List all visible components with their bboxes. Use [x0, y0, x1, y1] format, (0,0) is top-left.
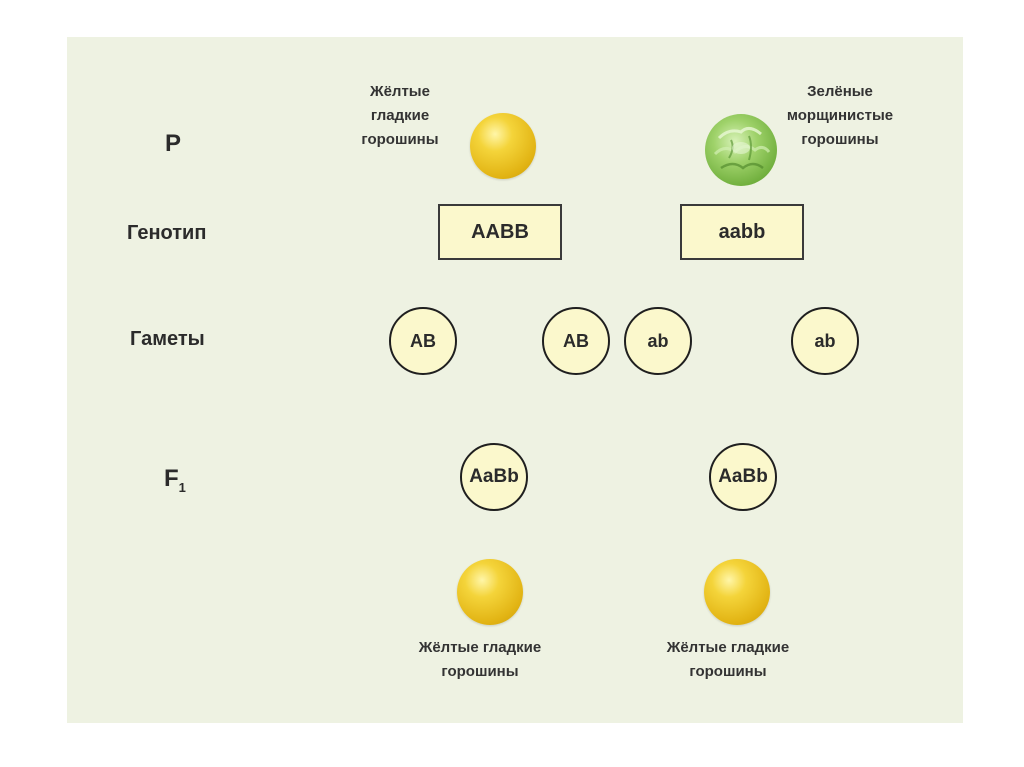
f1-left-caption: Жёлтые гладкие горошины	[385, 636, 575, 684]
caption-line: гладкие	[370, 107, 430, 124]
parent-left-caption: Жёлтые гладкие горошины	[335, 80, 465, 152]
f1-label-main: F	[164, 465, 179, 492]
genotype-box-right: aabb	[680, 204, 804, 260]
caption-line: Жёлтые гладкие	[418, 639, 542, 656]
caption-line: горошины	[361, 131, 439, 148]
green-wrinkled-pea-icon	[705, 114, 777, 186]
row-label-p: P	[165, 130, 182, 157]
row-label-genotype: Генотип	[127, 222, 207, 244]
f1-right-caption: Жёлтые гладкие горошины	[633, 636, 823, 684]
caption-line: Жёлтые гладкие	[666, 639, 790, 656]
gamete-circle: AB	[542, 307, 610, 375]
f1-genotype-circle: AaBb	[709, 443, 777, 511]
caption-line: Жёлтые	[370, 83, 430, 100]
f1-label-sub: 1	[178, 479, 186, 495]
yellow-smooth-pea-icon	[457, 559, 523, 625]
f1-genotype-circle: AaBb	[460, 443, 528, 511]
caption-line: Зелёные	[807, 83, 873, 100]
caption-line: горошины	[689, 663, 767, 680]
caption-line: морщинистые	[786, 107, 894, 124]
diagram-slide: P Генотип Гаметы F1 Жёлтые гладкие горош…	[67, 37, 963, 723]
gamete-circle: AB	[389, 307, 457, 375]
yellow-smooth-pea-icon	[704, 559, 770, 625]
gamete-circle: ab	[791, 307, 859, 375]
genotype-box-left: AABB	[438, 204, 562, 260]
caption-line: горошины	[801, 131, 879, 148]
caption-line: горошины	[441, 663, 519, 680]
gamete-circle: ab	[624, 307, 692, 375]
row-label-f1: F1	[164, 465, 186, 495]
yellow-smooth-pea-icon	[470, 113, 536, 179]
row-label-gametes: Гаметы	[130, 328, 205, 350]
parent-right-caption: Зелёные морщинистые горошины	[765, 80, 915, 152]
